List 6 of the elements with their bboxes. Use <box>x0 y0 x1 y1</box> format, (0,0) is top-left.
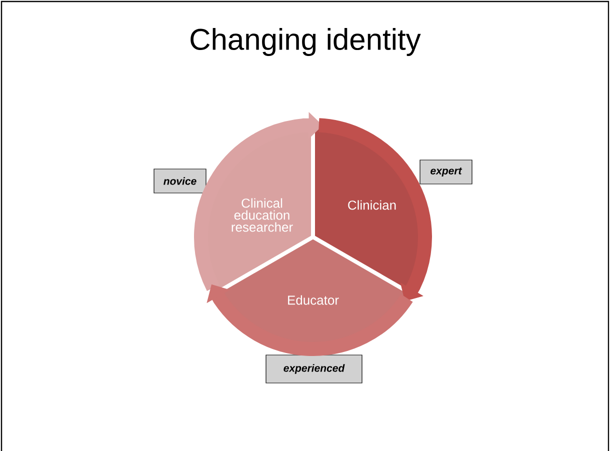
label-box: expert <box>420 160 472 184</box>
label-box: novice <box>154 168 206 194</box>
pie-segment: Clinical education researcher <box>200 125 313 293</box>
node-label: Clinical education researcher <box>232 198 293 232</box>
label-box: experienced <box>266 354 362 384</box>
title: Changing identity <box>190 28 421 56</box>
